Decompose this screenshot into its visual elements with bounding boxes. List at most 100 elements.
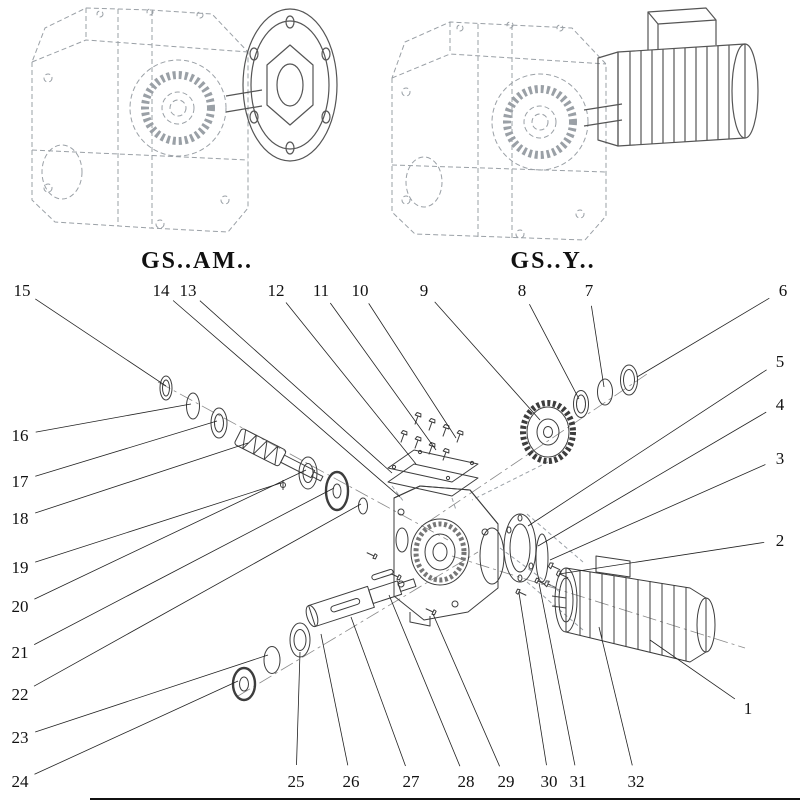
callout-leader-lines (33, 297, 770, 775)
callout-number-14: 14 (153, 281, 171, 300)
variant-label-am: GS..AM.. (141, 248, 253, 274)
part-ring-6 (620, 364, 638, 396)
bottom-border (90, 798, 800, 800)
callout-number-12: 12 (268, 281, 285, 300)
axis-centerlines (157, 371, 746, 697)
part-bearing-17 (210, 407, 228, 439)
part-gear-9 (520, 400, 576, 464)
leader-line-28 (388, 594, 461, 767)
part-output-shaft-27 (305, 578, 417, 628)
leader-line-19 (35, 482, 282, 563)
leader-line-14 (172, 300, 401, 498)
leader-line-7 (591, 305, 605, 388)
callout-number-3: 3 (776, 449, 785, 468)
leader-line-16 (35, 403, 192, 433)
leader-line-30 (518, 592, 547, 766)
callout-number-13: 13 (180, 281, 197, 300)
callout-number-26: 26 (343, 772, 360, 791)
part-motor-1 (551, 555, 716, 663)
part-pin-19 (280, 480, 286, 490)
leader-line-27 (350, 616, 406, 767)
leader-line-13 (199, 300, 393, 474)
callout-number-20: 20 (12, 597, 29, 616)
part-gasket-13 (387, 463, 479, 497)
leader-line-2 (558, 542, 765, 575)
callout-number-2: 2 (776, 531, 785, 550)
leader-line-24 (34, 680, 239, 775)
callout-number-11: 11 (313, 281, 329, 300)
part-gasket-4 (535, 533, 549, 583)
callout-number-9: 9 (420, 281, 429, 300)
callout-number-6: 6 (779, 281, 788, 300)
leader-line-32 (598, 626, 633, 766)
variant-label-y: GS..Y.. (510, 248, 596, 274)
part-bearing-25 (289, 622, 311, 658)
leader-line-22 (33, 503, 362, 687)
y-motor (583, 7, 759, 147)
callout-number-29: 29 (498, 772, 515, 791)
leader-line-31 (538, 582, 576, 766)
callout-number-7: 7 (585, 281, 594, 300)
callout-number-24: 24 (12, 772, 30, 791)
callout-number-23: 23 (12, 728, 29, 747)
callout-number-28: 28 (458, 772, 475, 791)
leader-line-10 (368, 303, 457, 439)
exploded-parts (159, 364, 716, 702)
leader-line-12 (285, 302, 417, 465)
callout-number-17: 17 (12, 472, 30, 491)
callout-number-1: 1 (744, 699, 753, 718)
callout-number-5: 5 (776, 352, 785, 371)
am-output-flange (225, 8, 338, 162)
callout-number-25: 25 (288, 772, 305, 791)
part-cover-12 (387, 449, 479, 483)
leader-line-18 (35, 442, 249, 514)
part-worm-shaft-18 (234, 428, 324, 482)
leader-line-21 (34, 487, 335, 645)
leader-line-8 (529, 304, 580, 400)
callout-number-22: 22 (12, 685, 29, 704)
callout-number-18: 18 (12, 509, 29, 528)
callout-number-4: 4 (776, 395, 785, 414)
part-screws-flange (515, 562, 569, 596)
callout-number-15: 15 (14, 281, 31, 300)
leader-line-3 (549, 464, 766, 561)
leader-line-20 (34, 469, 307, 600)
callout-number-32: 32 (628, 772, 645, 791)
part-ring-8 (573, 390, 589, 418)
part-housing (393, 485, 505, 627)
callout-number-19: 19 (12, 558, 29, 577)
part-ring-22 (358, 497, 368, 515)
callout-number-10: 10 (352, 281, 369, 300)
part-screws-housing (366, 552, 437, 616)
callout-number-21: 21 (12, 643, 29, 662)
leader-line-4 (537, 411, 767, 547)
leader-line-5 (527, 369, 767, 527)
leader-line-26 (320, 633, 349, 766)
leader-line-11 (329, 302, 437, 451)
leader-line-25 (296, 651, 301, 766)
leader-line-23 (35, 654, 269, 733)
callout-number-30: 30 (541, 772, 558, 791)
callout-number-27: 27 (403, 772, 421, 791)
part-washer-24 (231, 666, 257, 702)
leader-line-9 (434, 301, 541, 421)
part-disc-21 (324, 470, 350, 512)
gearbox-y-phantom (391, 21, 607, 241)
leader-line-29 (432, 613, 500, 767)
part-key-28 (371, 568, 394, 581)
part-circlip-23 (263, 646, 281, 674)
leader-line-1 (649, 639, 736, 700)
leader-line-15 (35, 298, 167, 387)
callout-number-8: 8 (518, 281, 527, 300)
leader-line-17 (35, 420, 218, 477)
callout-number-16: 16 (12, 426, 29, 445)
part-circlip-16 (186, 392, 200, 420)
gearbox-am-phantom (31, 7, 249, 233)
callout-number-31: 31 (570, 772, 587, 791)
part-flange-5 (503, 513, 537, 583)
part-seal-15 (159, 375, 173, 401)
part-circlip-7 (597, 378, 613, 406)
